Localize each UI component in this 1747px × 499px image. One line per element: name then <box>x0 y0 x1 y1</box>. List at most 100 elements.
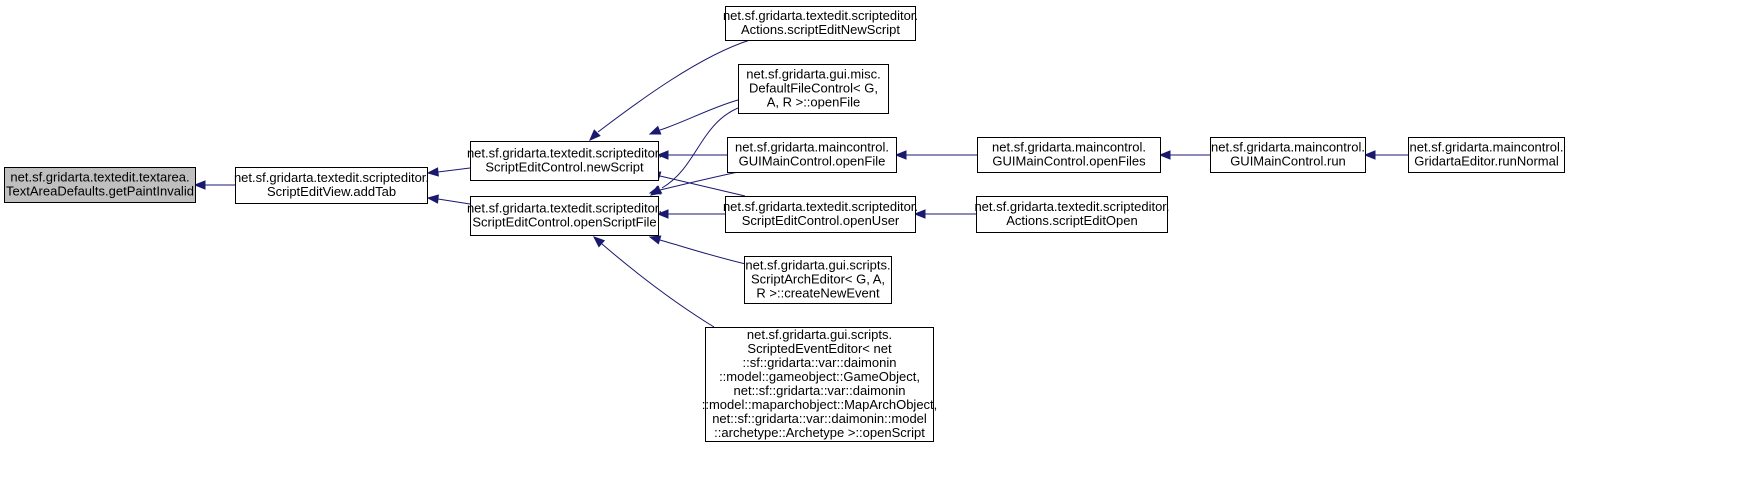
edge-line <box>437 198 471 205</box>
edge-n2-n1 <box>426 167 471 177</box>
node-box <box>744 256 892 304</box>
edge-n5-n2 <box>648 99 739 135</box>
arrowhead-icon <box>894 150 907 160</box>
edge-line <box>659 175 746 197</box>
node-label-line: TextAreaDefaults.getPaintInvalid <box>6 184 194 199</box>
node-label-line: ScriptEditControl.openScriptFile <box>472 215 656 230</box>
node[interactable]: net.sf.gridarta.textedit.scripteditor.Sc… <box>234 167 429 204</box>
node-label-line: net.sf.gridarta.gui.scripts. <box>745 258 890 273</box>
node-label-line: ScriptedEventEditor< net <box>747 341 892 356</box>
node-box <box>235 167 428 204</box>
node-label-line: ::model::gameobject::GameObject, <box>719 369 920 384</box>
node-box <box>470 141 659 181</box>
node-label-line: R >::createNewEvent <box>756 286 880 301</box>
node-label-line: DefaultFileControl< G, <box>749 81 878 96</box>
node-label-line: GUIMainControl.run <box>1230 154 1346 169</box>
node-label-line: ::sf::gridarta::var::daimonin <box>743 355 897 370</box>
node-label-line: ::model::maparchobject::MapArchObject, <box>702 397 938 412</box>
nodes-layer: net.sf.gridarta.textedit.textarea.TextAr… <box>4 6 1565 442</box>
node[interactable]: net.sf.gridarta.textedit.scripteditor.Ac… <box>974 196 1170 233</box>
edge-n8-n3 <box>648 235 751 266</box>
node-label-line: net::sf::gridarta::var::daimonin <box>734 383 906 398</box>
node-label-line: Actions.scriptEditNewScript <box>741 22 900 37</box>
arrowhead-icon <box>913 209 926 219</box>
edge-n11-n7 <box>913 209 976 219</box>
edge-n10-n6 <box>894 150 977 160</box>
arrowhead-icon <box>426 194 439 204</box>
arrowhead-icon <box>193 180 206 190</box>
edge-n4-n2 <box>589 39 751 141</box>
node-root: net.sf.gridarta.textedit.textarea.TextAr… <box>4 167 196 203</box>
node-label-line: ScriptEditControl.newScript <box>485 160 644 175</box>
node-label-line: net::sf::gridarta::var::daimonin::model <box>712 411 927 426</box>
arrowhead-icon <box>656 150 669 160</box>
node-label-line: net.sf.gridarta.textedit.scripteditor. <box>723 8 918 23</box>
edge-n9-n3 <box>592 236 715 328</box>
node[interactable]: net.sf.gridarta.textedit.scripteditor.Ac… <box>723 6 918 41</box>
node-box <box>1210 137 1366 173</box>
node-label-line: net.sf.gridarta.textedit.scripteditor. <box>723 199 918 214</box>
edges-layer <box>193 39 1408 328</box>
edge-line <box>597 39 751 133</box>
node-label-line: net.sf.gridarta.textedit.scripteditor. <box>467 146 662 161</box>
edge-line <box>659 239 751 266</box>
arrowhead-icon <box>589 129 601 141</box>
node-box <box>976 196 1168 233</box>
edge-n1-n0 <box>193 180 235 190</box>
edge-n12-n10 <box>1158 150 1210 160</box>
node[interactable]: net.sf.gridarta.maincontrol.GUIMainContr… <box>727 137 897 173</box>
node-box <box>705 327 934 442</box>
node-label-line: GUIMainControl.openFiles <box>992 154 1146 169</box>
edge-line <box>601 243 715 328</box>
node-label-line: ScriptEditView.addTab <box>267 184 396 199</box>
node[interactable]: net.sf.gridarta.textedit.scripteditor.Sc… <box>723 196 918 233</box>
node-label-line: net.sf.gridarta.gui.scripts. <box>747 327 892 342</box>
edge-n6-n3 <box>648 171 739 195</box>
node-label-line: net.sf.gridarta.textedit.scripteditor. <box>974 199 1169 214</box>
node-box <box>725 6 916 41</box>
edge-n3-n1 <box>426 194 471 205</box>
arrowhead-icon <box>648 185 662 195</box>
arrowhead-icon <box>656 209 669 219</box>
node-label-line: ScriptEditControl.openUser <box>742 213 900 228</box>
arrowhead-icon <box>426 167 439 177</box>
arrowhead-icon <box>648 235 662 245</box>
node[interactable]: net.sf.gridarta.gui.misc.DefaultFileCont… <box>738 64 889 114</box>
arrowhead-icon <box>648 125 662 135</box>
edge-n13-n12 <box>1363 150 1408 160</box>
arrowhead-icon <box>1363 150 1376 160</box>
edge-n7-n2 <box>648 171 746 197</box>
node[interactable]: net.sf.gridarta.textedit.scripteditor.Sc… <box>467 141 662 181</box>
node[interactable]: net.sf.gridarta.maincontrol.GUIMainContr… <box>1210 137 1366 173</box>
node[interactable]: net.sf.gridarta.textedit.scripteditor.Sc… <box>467 196 662 236</box>
edge-line <box>659 99 739 131</box>
arrowhead-icon <box>592 236 606 248</box>
node-label-line: A, R >::openFile <box>767 95 861 110</box>
edge-line <box>659 171 739 191</box>
edge-n7-n3 <box>656 209 725 219</box>
edge-n6-n2 <box>656 150 727 160</box>
node-label-line: net.sf.gridarta.gui.misc. <box>746 67 880 82</box>
node-label-line: net.sf.gridarta.textedit.scripteditor. <box>234 170 429 185</box>
node-label-line: net.sf.gridarta.textedit.textarea. <box>10 170 189 185</box>
node-label-line: Actions.scriptEditOpen <box>1006 213 1138 228</box>
node-label-line: GridartaEditor.runNormal <box>1414 154 1559 169</box>
node-box <box>470 196 659 236</box>
node-label-line: net.sf.gridarta.maincontrol. <box>1211 140 1365 155</box>
node-label-line: net.sf.gridarta.textedit.scripteditor. <box>467 201 662 216</box>
node-label-line: ScriptArchEditor< G, A, <box>751 272 885 287</box>
node[interactable]: net.sf.gridarta.maincontrol.GUIMainContr… <box>977 137 1161 173</box>
node-label-line: ::archetype::Archetype >::openScript <box>714 425 925 440</box>
node[interactable]: net.sf.gridarta.gui.scripts.ScriptArchEd… <box>744 256 892 304</box>
node[interactable]: net.sf.gridarta.maincontrol.GridartaEdit… <box>1408 137 1565 173</box>
node[interactable]: net.sf.gridarta.gui.scripts.ScriptedEven… <box>702 327 938 442</box>
arrowhead-icon <box>1158 150 1171 160</box>
node-box <box>725 196 916 233</box>
node-box <box>4 167 196 203</box>
node-label-line: net.sf.gridarta.maincontrol. <box>992 140 1146 155</box>
edge-line <box>661 103 751 189</box>
edge-line <box>437 167 471 173</box>
node-box <box>1408 137 1565 173</box>
node-label-line: GUIMainControl.openFile <box>739 154 886 169</box>
